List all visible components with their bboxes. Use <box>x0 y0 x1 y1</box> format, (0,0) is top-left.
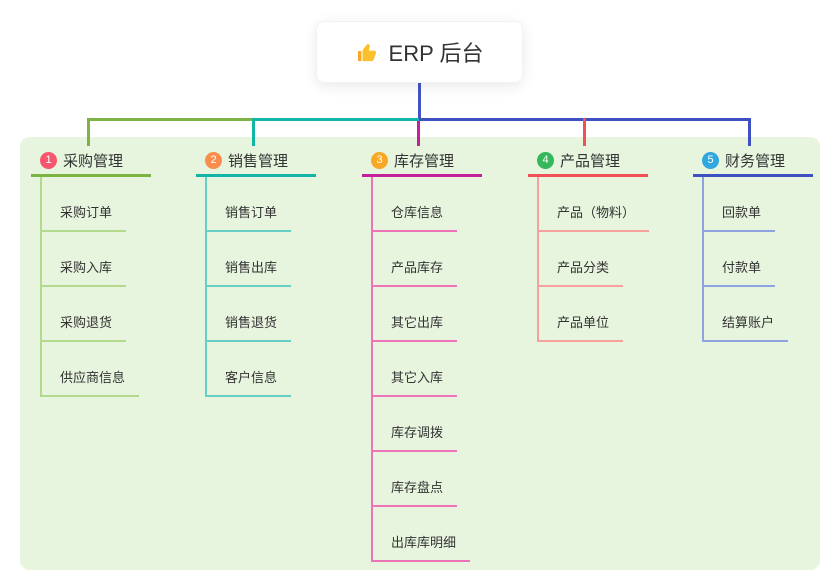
branch-node-label: 销售管理 <box>228 152 289 170</box>
child-node-label: 其它入库 <box>373 367 458 397</box>
child-node-label: 供应商信息 <box>42 367 140 397</box>
branch-drop-line-3 <box>417 121 420 146</box>
child-node[interactable]: 销售订单 <box>207 177 361 232</box>
child-node-label: 回款单 <box>704 202 776 232</box>
branch-node-1[interactable]: 1 采购管理 <box>31 150 151 177</box>
branch-node-5[interactable]: 5 财务管理 <box>693 150 813 177</box>
branch-node-3[interactable]: 3 库存管理 <box>362 150 482 177</box>
child-node[interactable]: 采购退货 <box>42 287 196 342</box>
bus-line-teal <box>253 118 419 121</box>
child-node[interactable]: 客户信息 <box>207 342 361 397</box>
child-node[interactable]: 销售出库 <box>207 232 361 287</box>
child-node-label: 产品分类 <box>539 257 624 287</box>
branch-number-badge: 2 <box>205 151 222 169</box>
child-node-label: 其它出库 <box>373 312 458 342</box>
child-node-label: 产品单位 <box>539 312 624 342</box>
child-node[interactable]: 采购入库 <box>42 232 196 287</box>
child-node[interactable]: 库存调拨 <box>373 397 527 452</box>
branch-node-2[interactable]: 2 销售管理 <box>196 150 316 177</box>
child-node-label: 出库库明细 <box>373 532 471 562</box>
child-node[interactable]: 产品（物料） <box>539 177 693 232</box>
branch-purchase: 1 采购管理 采购订单 采购入库 采购退货 供应商信息 <box>31 150 196 397</box>
branch-number-badge: 4 <box>537 151 554 169</box>
branch-product: 4 产品管理 产品（物料） 产品分类 产品单位 <box>528 150 693 342</box>
child-node[interactable]: 仓库信息 <box>373 177 527 232</box>
branch-drop-line-2 <box>252 118 255 146</box>
child-node-label: 仓库信息 <box>373 202 458 232</box>
child-node[interactable]: 其它入库 <box>373 342 527 397</box>
bus-line-green <box>87 118 255 121</box>
child-node[interactable]: 结算账户 <box>704 287 839 342</box>
child-node-label: 库存盘点 <box>373 477 458 507</box>
child-node-label: 库存调拨 <box>373 422 458 452</box>
mindmap-background-panel <box>20 137 820 570</box>
child-node[interactable]: 产品单位 <box>539 287 693 342</box>
branch-node-label: 产品管理 <box>560 152 621 170</box>
child-node[interactable]: 采购订单 <box>42 177 196 232</box>
child-node-label: 产品（物料） <box>539 202 650 232</box>
branch-children: 采购订单 采购入库 采购退货 供应商信息 <box>40 177 196 397</box>
branch-drop-line-1 <box>87 118 90 146</box>
thumbs-up-icon <box>356 41 379 64</box>
child-node-label: 销售订单 <box>207 202 292 232</box>
root-node[interactable]: ERP 后台 <box>316 21 523 83</box>
child-node[interactable]: 销售退货 <box>207 287 361 342</box>
child-node-label: 销售出库 <box>207 257 292 287</box>
child-node[interactable]: 库存盘点 <box>373 452 527 507</box>
branch-children: 销售订单 销售出库 销售退货 客户信息 <box>205 177 361 397</box>
branch-children: 仓库信息 产品库存 其它出库 其它入库 库存调拨 库存盘点 出库库明细 <box>371 177 527 562</box>
branch-children: 回款单 付款单 结算账户 <box>702 177 839 342</box>
branch-finance: 5 财务管理 回款单 付款单 结算账户 <box>693 150 839 342</box>
child-node-label: 客户信息 <box>207 367 292 397</box>
branch-children: 产品（物料） 产品分类 产品单位 <box>537 177 693 342</box>
child-node-label: 产品库存 <box>373 257 458 287</box>
child-node[interactable]: 其它出库 <box>373 287 527 342</box>
child-node-label: 采购退货 <box>42 312 127 342</box>
child-node-label: 结算账户 <box>704 312 789 342</box>
branch-drop-line-5 <box>748 118 751 146</box>
root-node-label: ERP 后台 <box>388 41 484 66</box>
branch-node-label: 财务管理 <box>725 152 786 170</box>
branch-drop-line-4 <box>583 118 586 146</box>
branch-node-4[interactable]: 4 产品管理 <box>528 150 648 177</box>
child-node-label: 采购订单 <box>42 202 127 232</box>
child-node-label: 销售退货 <box>207 312 292 342</box>
branch-inventory: 3 库存管理 仓库信息 产品库存 其它出库 其它入库 库存调拨 库存盘点 出库库… <box>362 150 527 562</box>
branch-node-label: 库存管理 <box>394 152 455 170</box>
branch-number-badge: 5 <box>702 151 719 169</box>
child-node[interactable]: 付款单 <box>704 232 839 287</box>
child-node-label: 采购入库 <box>42 257 127 287</box>
branch-number-badge: 1 <box>40 151 57 169</box>
branch-number-badge: 3 <box>371 151 388 169</box>
child-node[interactable]: 供应商信息 <box>42 342 196 397</box>
child-node[interactable]: 产品库存 <box>373 232 527 287</box>
child-node[interactable]: 产品分类 <box>539 232 693 287</box>
root-connector-line <box>418 83 421 119</box>
child-node[interactable]: 回款单 <box>704 177 839 232</box>
child-node[interactable]: 出库库明细 <box>373 507 527 562</box>
branch-sales: 2 销售管理 销售订单 销售出库 销售退货 客户信息 <box>196 150 361 397</box>
branch-node-label: 采购管理 <box>63 152 124 170</box>
child-node-label: 付款单 <box>704 257 776 287</box>
